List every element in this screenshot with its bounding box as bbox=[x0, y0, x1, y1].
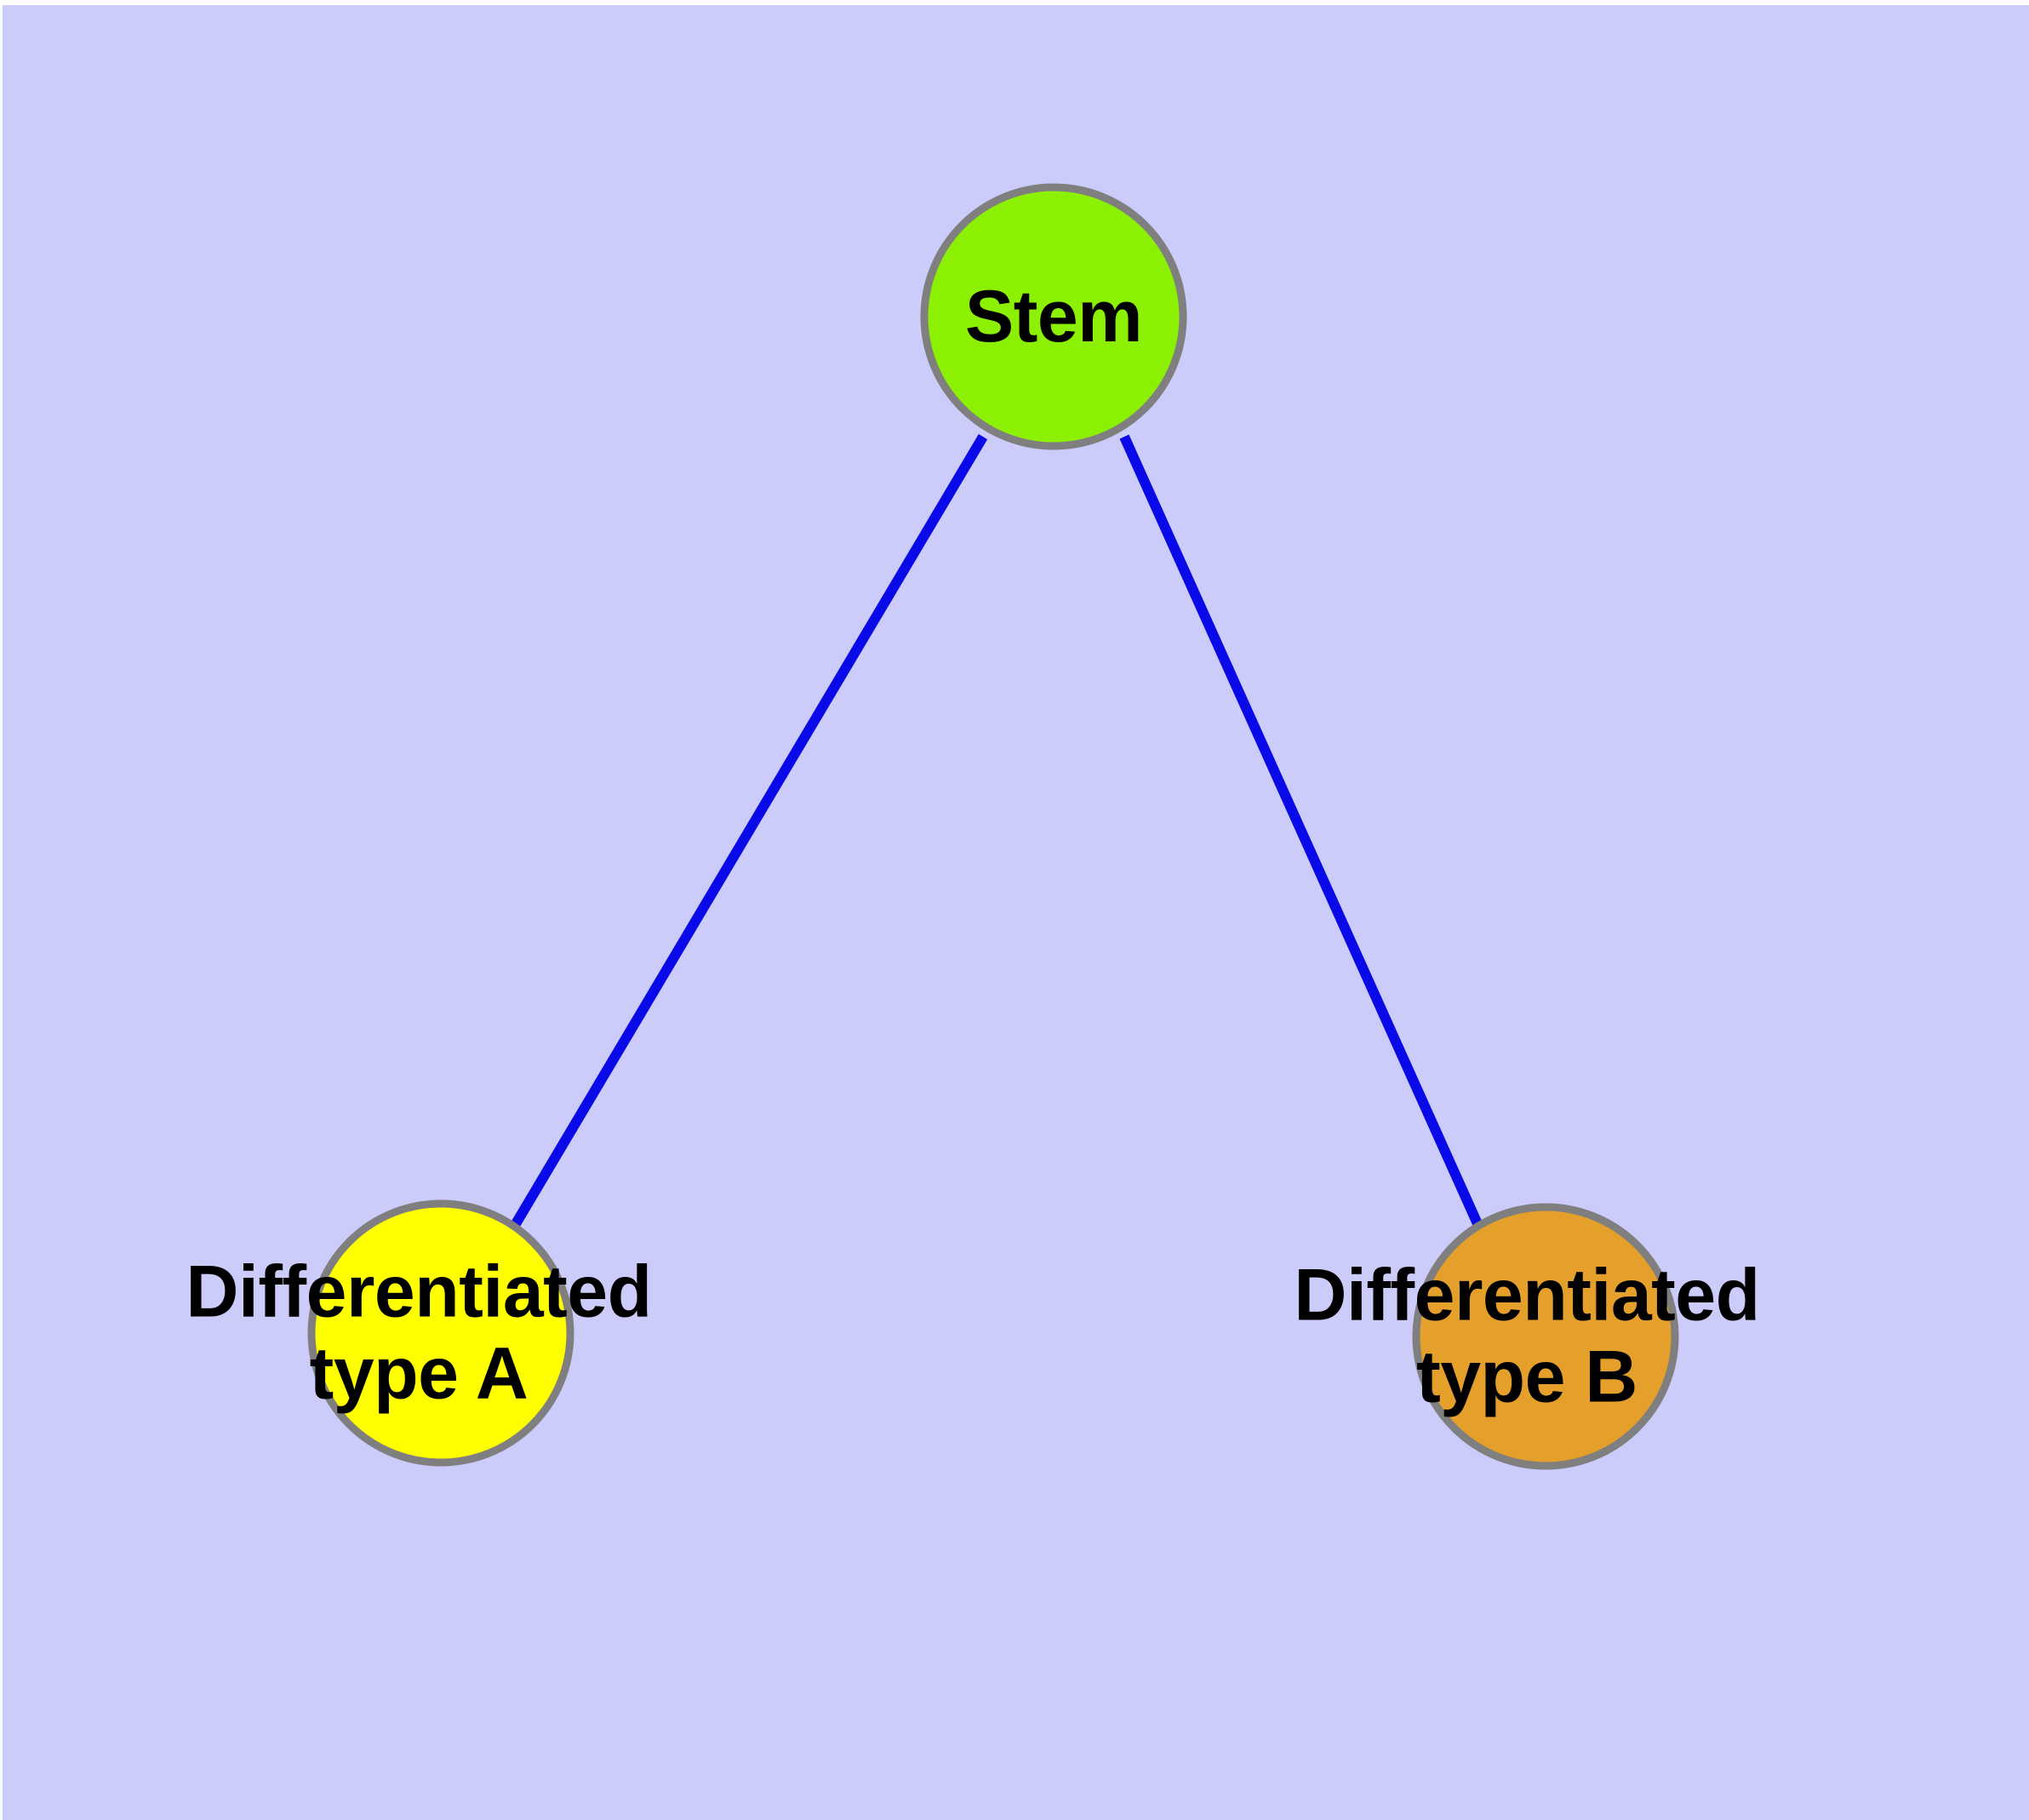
edge-stem-to-diff-b bbox=[1119, 434, 1484, 1230]
node-diff-b-circle[interactable] bbox=[1412, 1203, 1679, 1470]
node-stem-circle[interactable] bbox=[920, 183, 1187, 450]
edge-layer bbox=[509, 433, 1484, 1230]
node-diff-a-circle[interactable] bbox=[307, 1199, 574, 1467]
node-layer bbox=[307, 183, 1679, 1470]
edge-stem-to-diff-a bbox=[509, 433, 988, 1230]
